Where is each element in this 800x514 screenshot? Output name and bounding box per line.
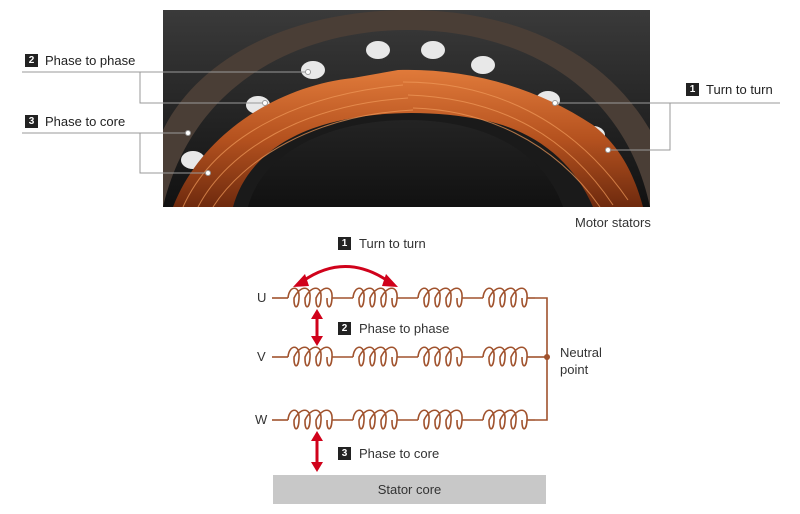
label-text: Turn to turn	[359, 236, 426, 251]
label-text: Phase to core	[359, 446, 440, 461]
photo-caption: Motor stators	[575, 215, 651, 230]
coil-winding	[482, 346, 528, 367]
coil-winding	[287, 409, 333, 430]
label-number: 1	[338, 237, 351, 250]
neutral-line-1: Neutral	[560, 345, 602, 360]
label-phase-to-core: 3 Phase to core	[338, 446, 439, 461]
callout-label: Phase to phase	[45, 53, 136, 68]
callout-number: 1	[686, 83, 699, 96]
coil-winding	[352, 346, 398, 367]
label-text: Phase to phase	[359, 321, 450, 336]
callout-number: 2	[25, 54, 38, 67]
callout-lines	[22, 71, 780, 174]
callout-number: 3	[25, 115, 38, 128]
coil-winding	[417, 346, 463, 367]
neutral-node	[544, 354, 550, 360]
neutral-point-label: Neutral point	[560, 344, 602, 378]
motor-stator-photo	[163, 10, 650, 207]
phase-windings	[272, 287, 535, 430]
callout-phase-to-phase: 2 Phase to phase	[25, 53, 135, 68]
stator-core: Stator core	[273, 475, 546, 504]
coil-winding	[482, 287, 528, 308]
coil-winding	[417, 287, 463, 308]
coil-winding	[287, 346, 333, 367]
neutral-line-2: point	[560, 362, 589, 377]
coil-winding	[417, 409, 463, 430]
coil-winding	[287, 287, 333, 308]
insulation-arrows	[302, 265, 389, 463]
callout-turn-to-turn: 1 Turn to turn	[686, 82, 773, 97]
label-phase-to-phase: 2 Phase to phase	[338, 321, 449, 336]
stator-core-label: Stator core	[377, 482, 442, 497]
coil-winding	[352, 409, 398, 430]
callout-phase-to-core: 3 Phase to core	[25, 114, 125, 129]
coil-winding	[352, 287, 398, 308]
phase-w-label: W	[255, 412, 268, 427]
label-number: 3	[338, 447, 351, 460]
phase-v-label: V	[257, 349, 266, 364]
label-turn-to-turn: 1 Turn to turn	[338, 236, 426, 251]
callout-label: Phase to core	[45, 114, 126, 129]
coil-winding	[482, 409, 528, 430]
callout-label: Turn to turn	[706, 82, 773, 97]
phase-u-label: U	[257, 290, 267, 305]
label-number: 2	[338, 322, 351, 335]
